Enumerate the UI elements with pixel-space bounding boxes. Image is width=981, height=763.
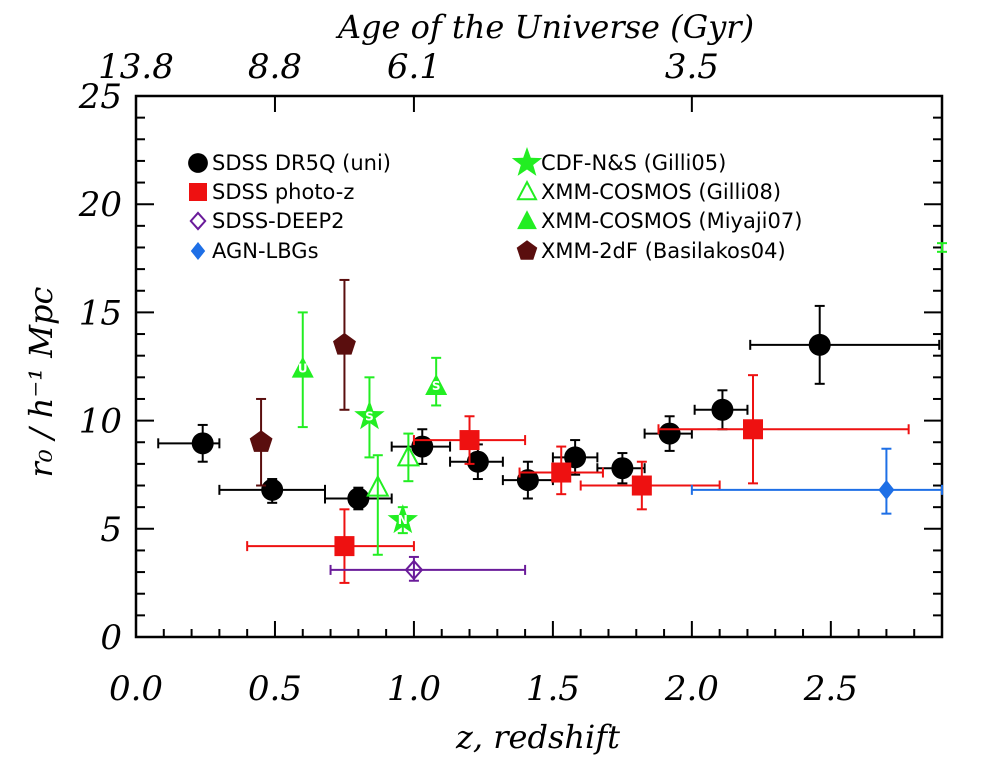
series-1	[246, 374, 910, 584]
legend-label: XMM-COSMOS (Gilli08)	[541, 180, 781, 204]
data-point	[347, 487, 370, 510]
legend-label: SDSS DR5Q (uni)	[212, 151, 391, 175]
legend-marker	[190, 242, 206, 260]
legend-marker	[516, 179, 538, 201]
x-tick-label: 2.5	[803, 669, 858, 709]
legend-label: AGN-LBGs	[212, 239, 319, 263]
data-point	[425, 373, 448, 395]
x-tick-label: 0.0	[109, 669, 163, 709]
legend-label: SDSS-DEEP2	[212, 209, 344, 233]
legend-marker	[517, 210, 537, 230]
series-6: US	[291, 242, 947, 429]
legend-marker	[188, 153, 208, 173]
y-tick-label: 5	[100, 510, 122, 550]
legend-label: SDSS photo-z	[212, 180, 354, 204]
x-tick-label: 2.0	[664, 669, 719, 709]
legend-marker	[516, 240, 538, 260]
top-tick-label: 8.8	[248, 47, 302, 87]
data-point	[658, 422, 681, 445]
x-tick-label: 1.0	[387, 669, 441, 709]
data-point	[878, 479, 895, 500]
data-point	[334, 536, 355, 557]
axis-ticks	[135, 95, 943, 638]
y-tick-label: 15	[79, 293, 122, 333]
data-point-label: S	[365, 409, 374, 423]
series-7	[249, 278, 356, 487]
y-tick-label: 20	[78, 185, 122, 225]
data-point	[516, 469, 539, 492]
series-3	[690, 447, 943, 515]
data-point	[354, 400, 385, 430]
legend: SDSS DR5Q (uni) SDSS photo-zSDSS-DEEP2AGN…	[188, 147, 802, 263]
series-0	[157, 304, 941, 511]
data-point-label: S	[432, 379, 441, 393]
data-point	[333, 332, 356, 355]
x-tick-label: 0.5	[248, 669, 302, 709]
legend-marker	[189, 211, 207, 231]
top-tick-label: 3.5	[665, 47, 719, 87]
plot-border	[134, 94, 944, 639]
data-point	[466, 450, 489, 473]
legend-label: XMM-2dF (Basilakos04)	[541, 239, 786, 263]
data-point	[396, 444, 421, 467]
data-point	[366, 474, 390, 497]
y-tick-label: 25	[78, 77, 122, 117]
data-point	[249, 430, 273, 452]
data-point	[404, 559, 424, 581]
legend-marker	[189, 183, 207, 201]
data-point-label: N	[398, 513, 408, 527]
data-point	[631, 475, 652, 496]
data-point	[387, 504, 418, 534]
data-point-label: U	[298, 362, 308, 376]
plot-frame	[134, 94, 944, 639]
data-point	[191, 432, 214, 455]
series-5	[366, 432, 421, 556]
y-tick-label: 10	[79, 402, 122, 442]
legend-label: CDF-N&S (Gilli05)	[541, 151, 726, 175]
series-4: SN	[354, 376, 418, 535]
data-point	[291, 356, 314, 378]
legend-label: XMM-COSMOS (Miyaji07)	[541, 209, 802, 233]
data-point	[808, 333, 831, 356]
data-point	[261, 478, 284, 501]
x-axis-title: z, redshift	[455, 718, 620, 756]
top-tick-label: 6.1	[387, 47, 441, 87]
y-tick-label: 0	[100, 618, 122, 658]
data-point	[459, 430, 480, 451]
y-axis-title: r₀ / h⁻¹ Mpc	[22, 286, 60, 477]
x-tick-label: 1.5	[526, 669, 580, 709]
data-point	[551, 462, 572, 483]
top-axis-title: Age of the Universe (Gyr)	[335, 8, 754, 46]
legend-marker	[511, 147, 543, 176]
data-point	[743, 419, 764, 440]
series-2	[329, 555, 527, 582]
data-point	[711, 398, 734, 421]
top-tick-label: 13.8	[98, 47, 174, 87]
data-point	[611, 457, 634, 480]
